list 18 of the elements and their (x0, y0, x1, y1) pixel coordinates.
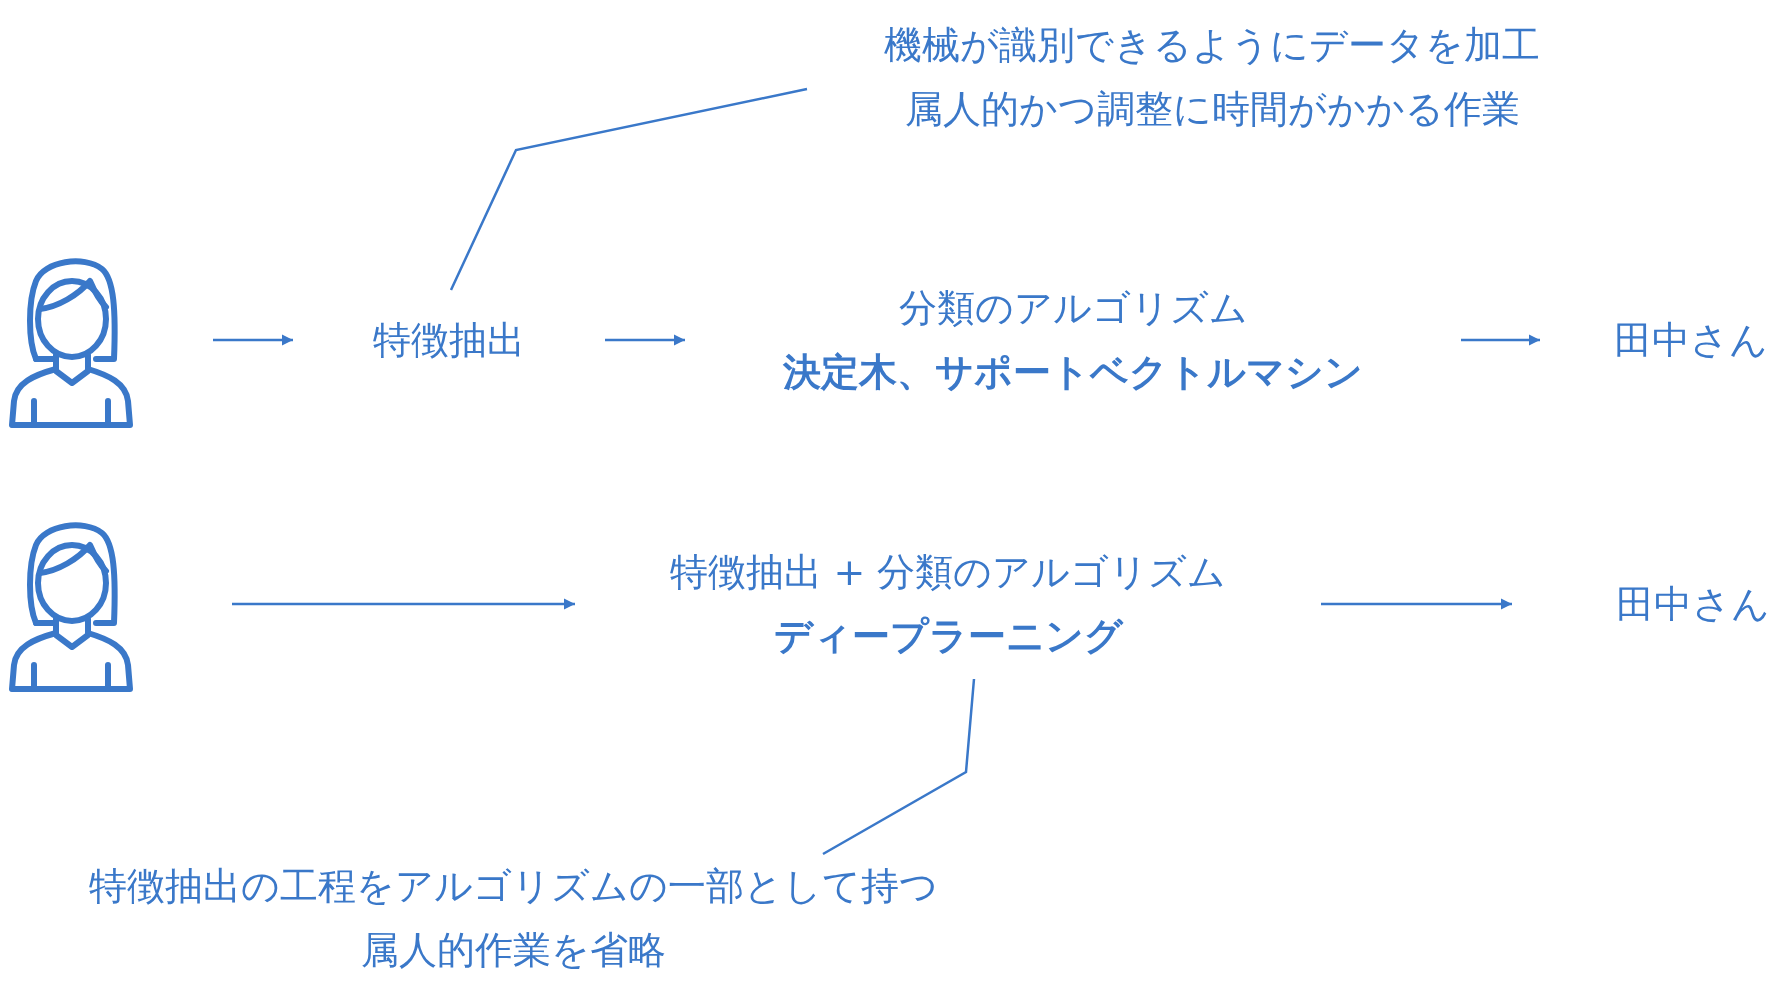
note-text: 機械が識別できるようにデータを加工 (884, 22, 1540, 69)
result-label: 田中さん (1540, 308, 1775, 372)
result-label: 田中さん (1512, 572, 1775, 636)
arrow (1461, 334, 1540, 346)
note-text: 属人的作業を省略 (360, 927, 666, 974)
arrow (1321, 598, 1512, 610)
note-text: 特徴抽出の工程をアルゴリズムの一部として持つ (88, 863, 938, 910)
step-label: 特徴抽出 (293, 290, 605, 390)
note-text: 属人的かつ調整に時間がかかる作業 (904, 86, 1520, 133)
arrow (232, 598, 575, 610)
method-label: ディープラーニング (773, 613, 1123, 660)
step-label: 特徴抽出 + 分類のアルゴリズム (669, 549, 1227, 596)
arrow (213, 334, 293, 346)
leader-line (449, 87, 808, 291)
leader-line (822, 678, 976, 856)
step-label: 分類のアルゴリズム (898, 285, 1248, 332)
method-label: 決定木、サポートベクトルマシン (783, 349, 1363, 396)
arrow (605, 334, 685, 346)
